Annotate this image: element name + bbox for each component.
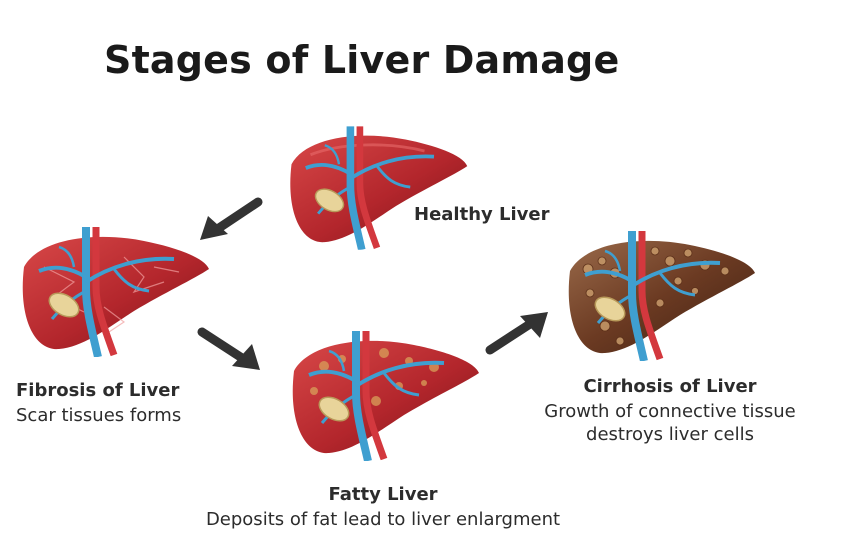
fibrosis-liver-icon <box>14 222 214 362</box>
cirrhosis-liver-icon <box>560 226 760 366</box>
fibrosis-name: Fibrosis of Liver <box>16 380 180 401</box>
healthy-liver-label: Healthy Liver <box>414 204 549 225</box>
cirrhosis-desc-line-2: destroys liver cells <box>586 424 754 445</box>
healthy-liver-icon <box>282 118 472 258</box>
arrow-icon <box>200 197 263 240</box>
fibrosis-desc: Scar tissues forms <box>16 405 182 426</box>
cirrhosis-desc-line-1: Growth of connective tissue <box>544 401 796 422</box>
fatty-desc: Deposits of fat lead to liver enlargment <box>205 509 561 530</box>
cirrhosis-label: Cirrhosis of Liver Growth of connective … <box>500 376 840 445</box>
fatty-liver-icon <box>284 326 484 466</box>
arrow-icon <box>485 312 548 355</box>
arrow-icon <box>197 327 260 370</box>
healthy-liver-name: Healthy Liver <box>414 204 550 225</box>
page-title: Stages of Liver Damage <box>104 38 620 82</box>
fatty-name: Fatty Liver <box>328 484 438 505</box>
cirrhosis-name: Cirrhosis of Liver <box>583 376 757 397</box>
fibrosis-label: Fibrosis of Liver Scar tissues forms <box>16 380 181 426</box>
fatty-label: Fatty Liver Deposits of fat lead to live… <box>168 484 598 530</box>
